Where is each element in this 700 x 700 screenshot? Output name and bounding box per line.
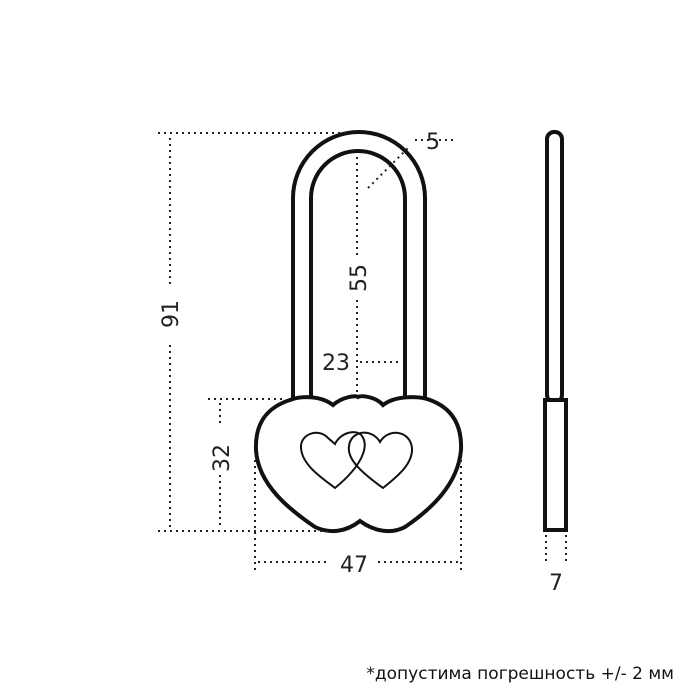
heart-right-icon [347, 431, 414, 490]
dim-label-5: 5 [426, 130, 440, 155]
dim-label-32: 32 [210, 444, 235, 472]
dim-label-7: 7 [549, 571, 563, 596]
dim-label-47: 47 [340, 553, 368, 578]
tolerance-footnote: *допустима погрешность +/- 2 мм [366, 664, 674, 684]
side-view-shackle [545, 130, 564, 404]
side-view-body [543, 398, 568, 532]
dim-label-91: 91 [159, 300, 184, 328]
shackle-inner [309, 149, 407, 400]
heart-left-icon [299, 431, 366, 490]
dim-line-5 [367, 145, 411, 189]
dim-label-55: 55 [347, 264, 372, 292]
dim-label-23: 23 [322, 351, 350, 376]
